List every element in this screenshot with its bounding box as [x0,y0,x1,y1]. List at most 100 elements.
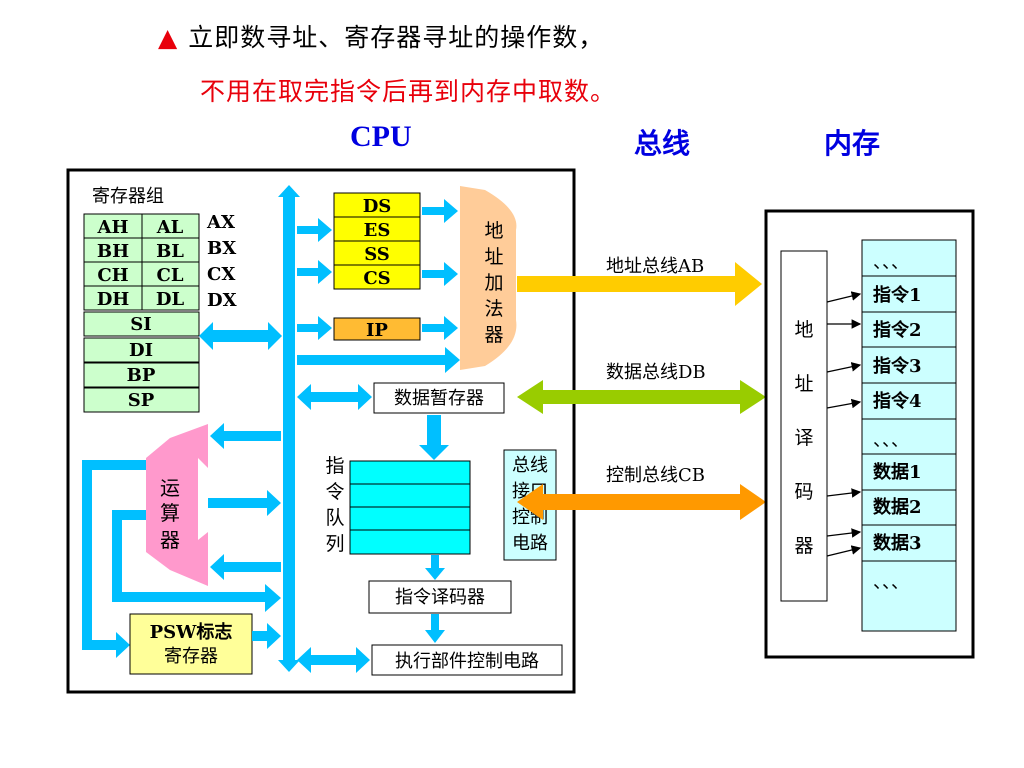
register-singles: SI DI BP SP [83,311,200,413]
reg-ss: SS [364,244,390,265]
mem-cell-8: 数据3 [873,532,922,554]
decoder-output-arrows [826,291,862,557]
adder-char-5: 器 [484,324,503,346]
cpu-frame [66,168,576,694]
bus-header: 总线 [634,127,691,160]
biu-line-4: 电路 [512,533,548,554]
control-bus-arrow [517,484,766,520]
alu-char-1: 运 [160,476,180,500]
queue-char-2: 令 [325,481,344,503]
triangle-marker-icon: ▲ [158,23,179,52]
mem-cell-4: 指令4 [873,390,922,412]
reg-sp: SP [128,390,155,411]
reg-bus-arrow [199,322,282,350]
instruction-queue [349,460,471,555]
reg-al: AL [156,217,184,238]
control-bus-label: 控制总线CB [606,465,705,486]
address-bus-arrow [517,262,762,306]
memory-header: 内存 [824,127,881,160]
bus-to-adder-arrow [297,347,460,373]
reg-cs: CS [363,268,390,289]
mem-cell-7: 数据2 [873,496,922,518]
reg-cl: CL [157,265,184,286]
adder-char-3: 加 [484,272,503,294]
title-line-1: ▲ 立即数寻址、寄存器寻址的操作数， [158,18,604,54]
psw-label-2: 寄存器 [164,646,218,667]
reg-dh: DH [97,289,130,310]
reg-dl: DL [156,289,185,310]
reg-es: ES [364,220,391,241]
ip-to-adder-arrow [422,316,458,340]
exec-control-label: 执行部件控制电路 [395,651,539,672]
bus-to-alu-arrow-2 [210,554,281,580]
decoder-char-4: 码 [794,481,813,503]
data-temp-register [373,382,505,414]
adder-char-2: 址 [484,246,503,268]
alu-to-psw-loop [82,460,146,658]
data-bus-label: 数据总线DB [606,362,706,383]
data-bus-arrow [517,380,766,414]
mem-cell-2: 指令2 [873,319,922,341]
bus-to-alu-arrow-1 [210,423,281,449]
instruction-decoder [368,580,512,614]
decoder-to-exec-arrow [425,614,445,643]
decoder-label: 指令译码器 [395,587,485,608]
biu-line-1: 总线 [512,455,548,476]
address-bus-label: 地址总线AB [606,256,704,277]
mem-cell-6: 数据1 [873,461,922,483]
reg-bl: BL [156,241,184,262]
queue-char-3: 队 [325,507,344,529]
alu-char-2: 算 [160,501,180,525]
mem-cell-0: 、、、 [873,252,909,273]
reg-ch: CH [97,265,128,286]
adder-char-1: 地 [484,220,503,242]
address-adder [460,186,517,370]
exec-control-circuit [371,644,563,676]
mem-cell-9: 、、、 [873,572,909,593]
bus-to-ip-arrow [297,316,332,340]
reg-ax: AX [206,212,235,233]
bus-exec-arrow [297,647,370,673]
adder-char-4: 法 [484,298,503,320]
memory-frame [764,209,975,659]
alu [146,424,208,586]
register-pairs: AH AL BH BL CH CL DH DL AX BX CX DX [83,212,237,311]
bus-data-temp-arrow [297,384,372,410]
seg-to-adder-arrow [422,199,458,223]
alu-char-3: 器 [160,528,180,552]
title-line-2: 不用在取完指令后再到内存中取数。 [200,77,617,106]
alu-to-bus-arrow [208,490,281,516]
queue-char-4: 列 [325,533,344,555]
decoder-char-2: 址 [794,373,813,395]
address-decoder [780,250,828,602]
data-temp-label: 数据暂存器 [394,388,484,409]
register-group-label: 寄存器组 [92,186,164,207]
ip-register [333,317,421,341]
reg-bh: BH [97,241,129,262]
reg-cx: CX [207,264,235,285]
ip-label: IP [366,320,388,341]
reg-ah: AH [97,217,129,238]
internal-bus [278,185,300,672]
reg-ds: DS [363,196,392,217]
reg-bx: BX [207,238,236,259]
queue-to-decoder-arrow [425,555,445,580]
mem-cell-3: 指令3 [873,355,922,377]
queue-char-1: 指 [325,455,344,477]
decoder-char-5: 器 [794,535,813,557]
title-line-1-text: 立即数寻址、寄存器寻址的操作数， [188,23,605,52]
memory-cells: 、、、 指令1 指令2 指令3 指令4 、、、 数据1 数据2 数据3 、、、 [861,239,957,632]
datatemp-to-queue-arrow [419,415,449,460]
cpu-header: CPU [350,120,412,153]
mem-cell-5: 、、、 [873,430,909,451]
psw-register [129,613,253,675]
mem-cell-1: 指令1 [873,284,922,306]
bus-to-seg-arrow [297,260,332,284]
psw-to-bus-arrow [252,623,281,649]
decoder-char-3: 译 [794,427,813,449]
bus-to-seg-arrow-2 [297,218,332,242]
segment-registers: DS ES SS CS [333,192,421,290]
reg-bp: BP [127,365,156,386]
seg-to-adder-arrow-2 [422,262,458,286]
